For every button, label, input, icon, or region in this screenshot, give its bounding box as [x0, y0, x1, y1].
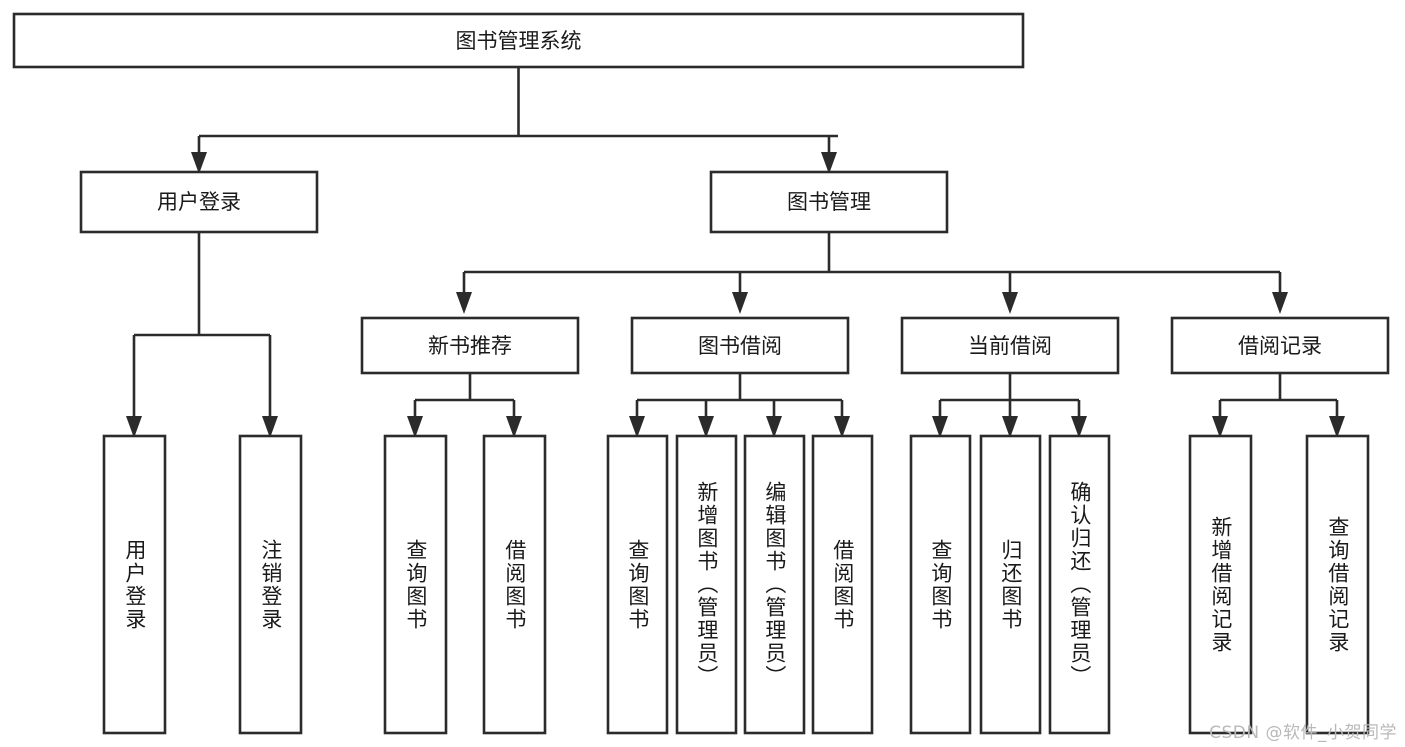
arrow-icon	[1002, 416, 1018, 438]
arrow-icon	[506, 416, 522, 438]
arrow-icon	[191, 152, 207, 174]
leaf-box-query-book-1[interactable]	[383, 434, 448, 735]
node-book-management-box[interactable]	[709, 170, 949, 234]
node-book-borrow-box[interactable]	[630, 316, 850, 375]
node-root-label: 图书管理系统	[456, 29, 582, 53]
arrowhead-group	[126, 152, 1345, 438]
leaf-box-return-book[interactable]	[979, 434, 1042, 735]
arrow-icon	[821, 152, 837, 174]
arrow-icon	[407, 416, 423, 438]
arrow-icon	[932, 416, 948, 438]
node-book-borrow-label: 图书借阅	[698, 334, 782, 358]
node-new-book-recommend-label: 新书推荐	[428, 334, 512, 358]
node-user-login-box[interactable]	[79, 170, 319, 234]
arrow-icon	[126, 416, 142, 438]
node-book-management-label: 图书管理	[787, 190, 871, 214]
node-user-login[interactable]: 用户登录	[79, 170, 319, 234]
leaf-box-logout[interactable]	[238, 434, 303, 735]
arrow-icon	[262, 416, 278, 438]
node-new-book-recommend[interactable]: 新书推荐	[360, 316, 580, 375]
node-current-borrow-box[interactable]	[900, 316, 1120, 375]
leaf-box-query-book-3[interactable]	[909, 434, 972, 735]
node-user-login-label: 用户登录	[157, 190, 241, 214]
arrow-icon	[732, 292, 748, 314]
node-borrow-record-label: 借阅记录	[1238, 334, 1322, 358]
node-borrow-record-box[interactable]	[1170, 316, 1390, 375]
node-book-borrow[interactable]: 图书借阅	[630, 316, 850, 375]
node-current-borrow-label: 当前借阅	[968, 334, 1052, 358]
arrow-icon	[698, 416, 714, 438]
leaf-box-user-login[interactable]	[102, 434, 167, 735]
node-current-borrow[interactable]: 当前借阅	[900, 316, 1120, 375]
arrow-icon	[456, 292, 472, 314]
leaf-box-add-record[interactable]	[1188, 434, 1253, 735]
leaf-box-query-book-2[interactable]	[606, 434, 669, 735]
node-root[interactable]: 图书管理系统	[12, 12, 1025, 69]
arrow-icon	[766, 416, 782, 438]
arrow-icon	[1071, 416, 1087, 438]
arrow-icon	[629, 416, 645, 438]
leaf-box-edit-book[interactable]	[743, 434, 806, 735]
arrow-icon	[1002, 292, 1018, 314]
node-root-box[interactable]	[12, 12, 1025, 69]
leaf-box-borrow-book-2[interactable]	[811, 434, 874, 735]
node-borrow-record[interactable]: 借阅记录	[1170, 316, 1390, 375]
leaf-box-add-book[interactable]	[675, 434, 738, 735]
leaf-box-borrow-book-1[interactable]	[482, 434, 547, 735]
node-book-management[interactable]: 图书管理	[709, 170, 949, 234]
leaf-box-query-record[interactable]	[1305, 434, 1370, 735]
arrow-icon	[834, 416, 850, 438]
node-new-book-recommend-box[interactable]	[360, 316, 580, 375]
arrow-icon	[1212, 416, 1228, 438]
arrow-icon	[1329, 416, 1345, 438]
leaf-box-confirm-return[interactable]	[1048, 434, 1111, 735]
leaf-box-group	[102, 434, 1370, 735]
arrow-icon	[1272, 292, 1288, 314]
